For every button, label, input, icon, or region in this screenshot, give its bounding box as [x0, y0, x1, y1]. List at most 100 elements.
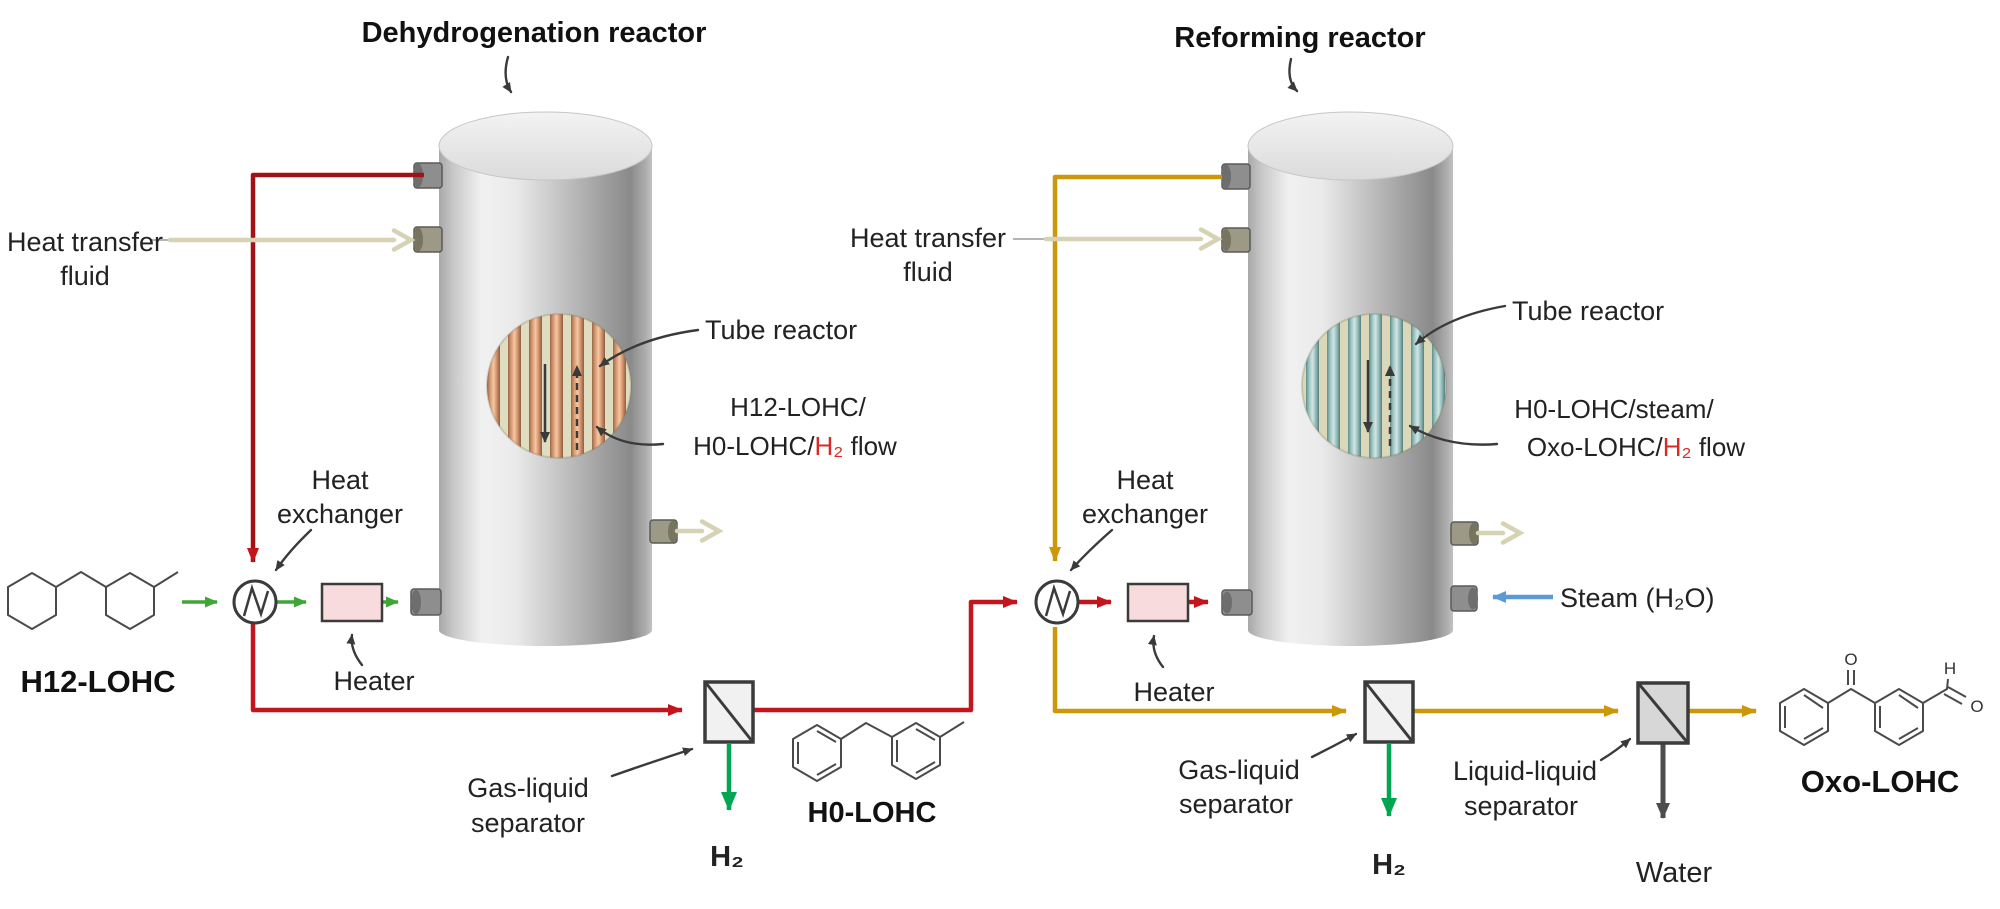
reformate-to-separator2-line — [1052, 627, 1347, 717]
htf1-outlet-arrow — [674, 519, 724, 543]
oxo-aldehyde-double-bond — [1943, 686, 1967, 705]
oxo-lohc-structure — [1779, 670, 1967, 746]
flow2-l2-post: flow — [1692, 432, 1746, 462]
h12-bridge-bond — [55, 571, 107, 588]
oxo-ketone-o-atom: O — [1844, 650, 1857, 669]
htf1-label-line2: fluid — [60, 261, 110, 291]
heater1-label: Heater — [333, 666, 414, 696]
flow1-l2-pre: H0-LOHC/ — [693, 431, 815, 461]
flow2-label-line2: Oxo-LOHC/H₂ flow — [1527, 432, 1745, 462]
heat-exchanger2-label-line1: Heat — [1116, 465, 1174, 495]
oxo-ring-b-double-bonds — [1879, 694, 1919, 740]
heat-exchanger1-label-line2: exchanger — [277, 499, 403, 529]
gas-liquid-separator2-label-line1: Gas-liquid — [1178, 755, 1300, 785]
separator2-diagonal — [1364, 682, 1414, 742]
flow2-label-line1: H0-LOHC/steam/ — [1514, 394, 1714, 424]
flow1-label-line2: H0-LOHC/H₂ flow — [693, 431, 897, 461]
oxo-ring-a — [1779, 688, 1829, 746]
heat-exchanger2-pointer — [1069, 528, 1114, 572]
title2-pointer-arrow — [1287, 57, 1299, 93]
heat-exchanger-1 — [232, 579, 278, 625]
liquid-liquid-separator-label-line2: separator — [1464, 791, 1578, 821]
htf2-label-line2: fluid — [903, 257, 953, 287]
tube-reactor1-label: Tube reactor — [705, 315, 857, 345]
reactor2-product-line — [1049, 174, 1222, 562]
h12-ring-b — [105, 572, 155, 630]
title1-pointer-arrow — [502, 55, 513, 94]
flow2-l2-pre: Oxo-LOHC/ — [1527, 432, 1664, 462]
oxo-lohc-name: Oxo-LOHC — [1801, 764, 1959, 799]
separator3-diagonal — [1637, 683, 1689, 743]
oxo-ketone-double-bond — [1847, 670, 1855, 685]
h0-ring-b — [891, 722, 941, 780]
reactor2-steam-port-cap — [1468, 587, 1478, 610]
h0-ring-b-double-bonds — [896, 728, 936, 774]
water-label: Water — [1636, 857, 1713, 889]
flow1-pointer — [595, 425, 665, 446]
steam-label: Steam (H₂O) — [1560, 583, 1715, 613]
flow1-label-line1: H12-LOHC/ — [730, 392, 867, 422]
reactor1-htf-outlet-port-cap — [668, 520, 678, 543]
oxo-ketone-bonds — [1827, 688, 1876, 704]
heater-1-box — [320, 582, 384, 623]
reactor1-top-cap — [438, 111, 653, 181]
tube-reactor-inset-2 — [1301, 313, 1447, 459]
heat-exchanger-1-symbol — [242, 583, 270, 619]
reactor1-htf-inlet-port-cap — [413, 227, 423, 252]
h0lohc-to-exchanger2-line — [753, 596, 1018, 713]
tube-reactor2-pointer — [1414, 304, 1507, 346]
reactor-ports — [410, 162, 1479, 616]
oxo-aldehyde-o-atom: O — [1970, 697, 1983, 716]
separator2-pointer — [1310, 732, 1358, 759]
htf2-label-line1: Heat transfer — [850, 223, 1006, 253]
separator1-pointer — [610, 747, 694, 778]
reactor2-outlet-port-cap — [1221, 164, 1231, 189]
heater1-pointer — [346, 633, 364, 667]
separator3-pointer — [1599, 737, 1632, 762]
product-to-separator1-line — [250, 624, 683, 716]
heat-exchanger1-pointer — [274, 528, 313, 572]
reactor1-feed-port-cap — [411, 590, 421, 614]
htf2-inlet-arrow — [1043, 227, 1223, 251]
gas-liquid-separator1-label-line1: Gas-liquid — [467, 773, 589, 803]
liquid-liquid-separator-label-line1: Liquid-liquid — [1453, 756, 1597, 786]
heat-exchanger1-label-line1: Heat — [311, 465, 369, 495]
liquid-liquid-separator-box — [1636, 681, 1690, 745]
h0-methyl-bond — [939, 721, 965, 738]
gas-liquid-separator-1-box — [703, 680, 755, 744]
gas-liquid-separator2-label-line2: separator — [1179, 789, 1293, 819]
oxo-aldehyde-bonds — [1922, 678, 1949, 704]
h12-lohc-name: H12-LOHC — [20, 664, 175, 699]
reactor2-feed-port-cap — [1222, 591, 1232, 614]
heater2-label: Heater — [1133, 677, 1214, 707]
oxo-ring-b — [1874, 688, 1924, 746]
heater2-pointer — [1147, 634, 1165, 669]
h0-lohc-structure — [792, 721, 965, 782]
oxo-aldehyde-h-atom: H — [1944, 659, 1956, 678]
h0-bridge-bond — [840, 722, 893, 740]
flow2-l2-h2: H₂ — [1663, 432, 1692, 462]
tube-reactor1-pointer — [598, 328, 700, 368]
h0-lohc-name: H0-LOHC — [808, 797, 937, 829]
h0-ring-a — [792, 724, 842, 782]
reactor2-top-cap — [1247, 111, 1454, 181]
heater-2-box — [1126, 582, 1190, 623]
h2-label-1: H₂ — [710, 841, 744, 873]
heat-transfer-fluid-arrows — [167, 227, 1525, 545]
htf1-inlet-arrow — [167, 228, 416, 252]
separator1-diagonal — [704, 682, 754, 742]
tube-reactor2-label: Tube reactor — [1512, 296, 1664, 326]
flow1-l2-h2: H₂ — [815, 431, 844, 461]
reactor2-htf-inlet-port-cap — [1221, 229, 1231, 251]
heat-exchanger-2-symbol — [1044, 583, 1072, 619]
htf1-label-line1: Heat transfer — [7, 227, 163, 257]
dehydrogenation-reactor-title: Dehydrogenation reactor — [362, 17, 707, 49]
h0-ring-a-double-bonds — [797, 730, 837, 776]
reactor1-product-line — [247, 172, 424, 563]
flow2-pointer — [1408, 424, 1499, 446]
reforming-reactor-title: Reforming reactor — [1174, 22, 1425, 54]
heat-exchanger-2 — [1034, 579, 1080, 625]
gas-liquid-separator1-label-line2: separator — [471, 808, 585, 838]
reactor2-htf-outlet-port-cap — [1469, 522, 1479, 545]
